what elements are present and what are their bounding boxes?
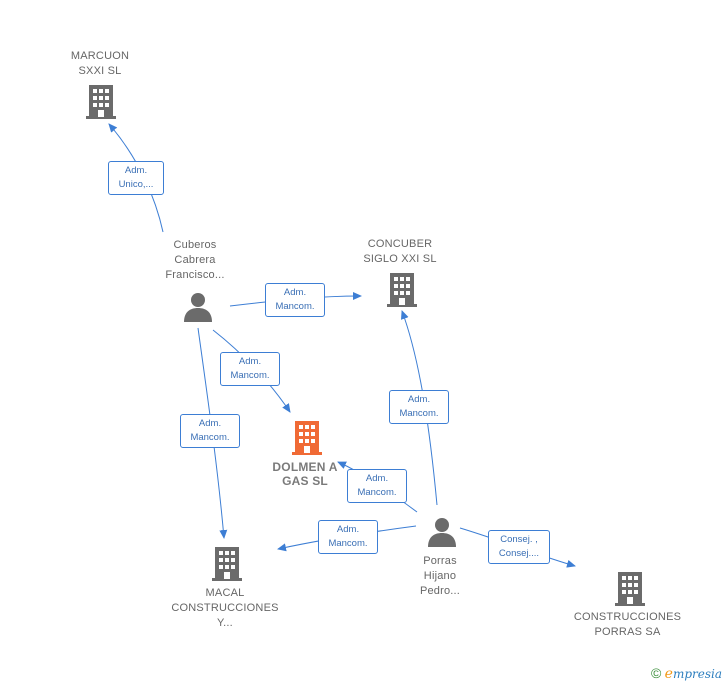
node-label-line: Cuberos — [173, 239, 217, 251]
node-label-dolmen[interactable]: DOLMEN A GAS SL — [255, 460, 355, 488]
edge-label-e4[interactable]: Adm. Mancom. — [180, 414, 240, 448]
brand-name: mpresia — [672, 667, 723, 681]
node-label-macal[interactable]: MACAL CONSTRUCCIONES Y... — [165, 586, 285, 631]
building-icon[interactable] — [291, 420, 323, 456]
edge-label-line: Adm. — [407, 394, 431, 405]
node-label-line: Pedro... — [419, 585, 461, 597]
edge-label-line: Mancom. — [275, 301, 315, 312]
node-label-line: MARCUON — [70, 50, 130, 62]
edge-label-e8[interactable]: Consej. , Consej.... — [488, 530, 550, 564]
node-label-construcciones-porras[interactable]: CONSTRUCCIONES PORRAS SA — [565, 610, 690, 640]
edge-label-line: Adm. — [365, 473, 389, 484]
node-label-line: Porras — [423, 555, 457, 567]
node-label-line: Y... — [217, 617, 233, 629]
edge-label-line: Mancom. — [230, 370, 270, 381]
node-label-line: CONSTRUCCIONES — [171, 602, 279, 614]
person-icon[interactable] — [182, 292, 214, 322]
node-label-line: GAS SL — [282, 474, 328, 488]
edge-label-line: Mancom. — [357, 487, 397, 498]
node-label-porras[interactable]: Porras Hijano Pedro... — [400, 554, 480, 599]
edge-label-line: Mancom. — [399, 408, 439, 419]
edge-label-e5[interactable]: Adm. Mancom. — [389, 390, 449, 424]
edge-label-line: Adm. — [238, 356, 262, 367]
edge-label-line: Adm. — [124, 165, 148, 176]
node-label-line: SIGLO XXI SL — [363, 253, 437, 265]
edge-label-line: Adm. — [198, 418, 222, 429]
copyright-icon: © — [651, 665, 662, 681]
node-label-line: Cabrera — [174, 254, 216, 266]
node-label-concuber[interactable]: CONCUBER SIGLO XXI SL — [345, 237, 455, 267]
building-icon[interactable] — [614, 571, 646, 607]
building-icon[interactable] — [386, 272, 418, 308]
edge-label-e7[interactable]: Adm. Mancom. — [318, 520, 378, 554]
person-icon[interactable] — [426, 517, 458, 547]
edge-label-e1[interactable]: Adm. Unico,... — [108, 161, 164, 195]
brand-initial: e — [664, 666, 673, 682]
node-label-line: MACAL — [205, 587, 245, 599]
edge-label-e6[interactable]: Adm. Mancom. — [347, 469, 407, 503]
edge-label-line: Mancom. — [328, 538, 368, 549]
node-label-line: DOLMEN A — [272, 460, 338, 474]
building-icon[interactable] — [85, 84, 117, 120]
node-label-line: Hijano — [423, 570, 457, 582]
edge-label-e2[interactable]: Adm. Mancom. — [265, 283, 325, 317]
node-label-line: SXXI SL — [78, 65, 122, 77]
node-label-marcuon[interactable]: MARCUON SXXI SL — [50, 49, 150, 79]
edge-label-line: Mancom. — [190, 432, 230, 443]
edge-label-line: Consej. , — [500, 534, 538, 545]
node-label-line: CONSTRUCCIONES — [573, 611, 682, 623]
building-icon[interactable] — [211, 546, 243, 582]
edge-label-line: Adm. — [283, 287, 307, 298]
node-label-line: PORRAS SA — [594, 626, 661, 638]
edge-label-line: Adm. — [336, 524, 360, 535]
node-label-cuberos[interactable]: Cuberos Cabrera Francisco... — [145, 238, 245, 283]
node-label-line: CONCUBER — [367, 238, 433, 250]
edge-label-line: Consej.... — [498, 548, 540, 559]
edge-label-line: Unico,... — [118, 179, 154, 190]
edge-label-e3[interactable]: Adm. Mancom. — [220, 352, 280, 386]
node-label-line: Francisco... — [165, 269, 225, 281]
brand-logo: © empresia — [651, 665, 722, 682]
